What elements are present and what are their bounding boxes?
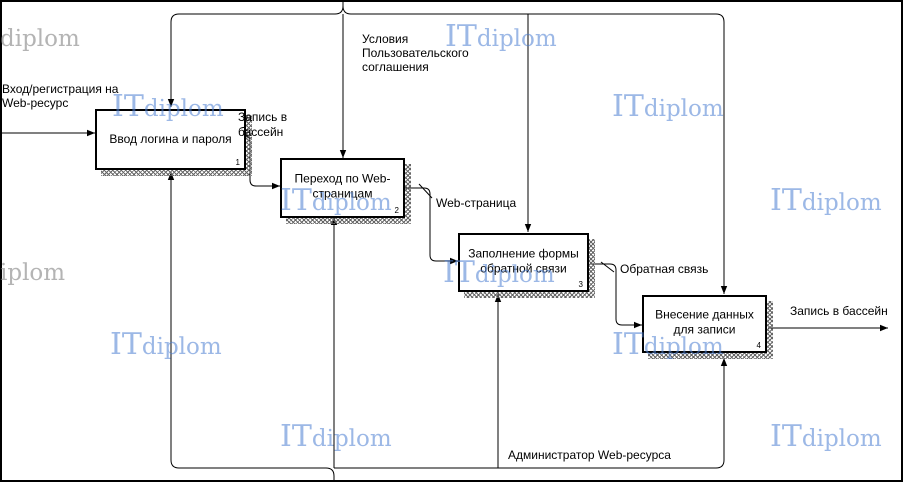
watermark: ITdiplom [112,89,224,124]
watermark: ITdiplom [612,89,724,124]
arrow-block3-to-block4 [590,263,642,329]
block-переход-по-страницам[interactable]: Переход по Web-страницам 2 [280,158,405,218]
label-output-record: Запись в бассейн [790,304,888,318]
label-user-agreement: Условия Пользовательского соглашения [362,32,469,74]
block-ввод-логина[interactable]: Ввод логина и пароля 1 [95,109,246,170]
watermark: ITdiplom [280,183,392,218]
watermark-partial-mid: iplom [0,260,66,286]
block-1-title: Ввод логина и пароля [109,131,232,146]
block-4-number: 4 [756,341,761,350]
watermark: ITdiplom [443,255,555,290]
control-arrow-top-bus [170,0,724,294]
watermark: ITdiplom [770,419,882,454]
block-2-number: 2 [394,206,399,215]
watermark: ITdiplom [770,183,882,218]
mechanism-bus [170,172,724,482]
block-заполнение-формы[interactable]: Заполнение формы обратной связи 3 [458,233,589,292]
block-1-number: 1 [235,158,240,167]
arrow-block2-to-block3 [405,187,458,265]
block-4-title: Внесение данных для записи [655,307,754,337]
block-3-title: Заполнение формы обратной связи [468,246,579,275]
label-admin: Администратор Web-ресурса [508,448,671,462]
watermark: ITdiplom [445,19,557,54]
label-record-pool: Запись в бассейн [238,110,288,139]
watermark: ITdiplom [280,419,392,454]
block-3-number: 3 [578,280,583,289]
label-web-page: Web-страница [436,196,517,210]
label-input-login: Вход/регистрация на Web-ресурс [2,82,119,110]
block-внесение-данных[interactable]: Внесение данных для записи 4 [642,295,767,353]
watermark: ITdiplom [612,327,724,362]
label-feedback: Обратная связь [620,262,709,276]
watermark: ITdiplom [110,327,222,362]
block-2-title: Переход по Web-страницам [294,171,391,201]
watermark-partial-top: diplom [0,26,80,52]
